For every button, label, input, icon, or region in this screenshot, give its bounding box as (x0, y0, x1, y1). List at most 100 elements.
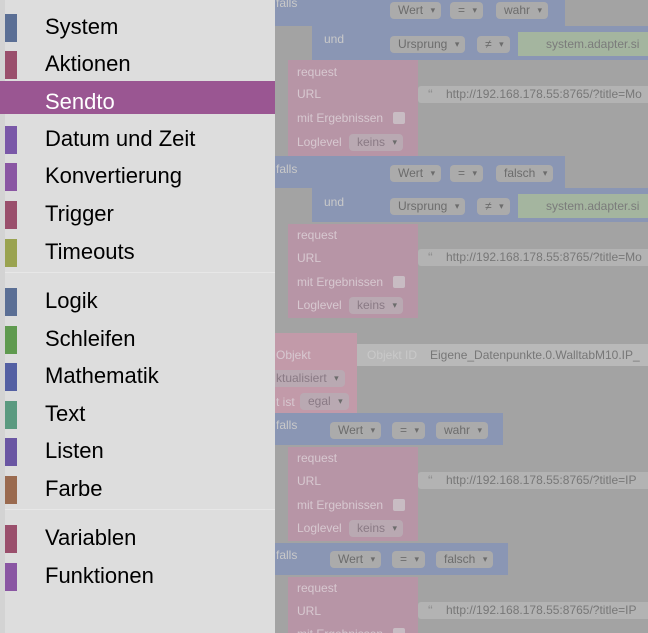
category-color-stripe (5, 476, 17, 504)
category-label: Farbe (45, 476, 103, 501)
adapter-text: system.adapter.si (546, 37, 640, 51)
value-dropdown[interactable]: falsch (436, 551, 494, 568)
objekt-id-block[interactable] (357, 344, 648, 366)
toolbox-category-menu: System Aktionen Sendto Datum und Zeit Ko… (0, 0, 275, 633)
category-label: Text (45, 401, 86, 426)
mit-ergebnissen-checkbox[interactable] (393, 112, 405, 124)
category-separator (5, 272, 275, 273)
category-konvertierung[interactable]: Konvertierung (0, 160, 275, 192)
request-block[interactable] (288, 577, 418, 633)
category-color-stripe (5, 326, 17, 354)
category-funktionen[interactable]: Funktionen (0, 560, 275, 592)
category-label: Sendto (45, 89, 115, 114)
category-datum-und-zeit[interactable]: Datum und Zeit (0, 123, 275, 155)
category-mathematik[interactable]: Mathematik (0, 360, 275, 392)
request-label: request (297, 65, 338, 79)
category-timeouts[interactable]: Timeouts (0, 236, 275, 268)
aktualisiert-dropdown[interactable]: ktualisiert (268, 370, 345, 387)
operator-dropdown[interactable]: = (392, 422, 426, 439)
neq-dropdown[interactable]: ≠ (477, 198, 510, 215)
category-label: System (45, 14, 119, 39)
url-input[interactable]: http://192.168.178.55:8765/?title=Mo (418, 249, 648, 266)
category-label: Variablen (45, 525, 137, 550)
category-system[interactable]: System (0, 11, 275, 43)
category-label: Trigger (45, 201, 114, 226)
datapoint-text: Eigene_Datenpunkte.0.WalltabM10.IP_ (430, 348, 640, 362)
url-input[interactable]: http://192.168.178.55:8765/?title=IP (418, 472, 648, 489)
category-schleifen[interactable]: Schleifen (0, 323, 275, 355)
category-trigger[interactable]: Trigger (0, 198, 275, 230)
url-input[interactable]: http://192.168.178.55:8765/?title=IP (418, 602, 648, 619)
category-variablen[interactable]: Variablen (0, 522, 275, 554)
category-label: Mathematik (45, 363, 159, 388)
category-label: Konvertierung (45, 163, 182, 188)
mit-ergebnissen-label: mit Ergebnissen (297, 627, 383, 633)
objekt-id-label: Objekt ID (367, 348, 418, 362)
operator-dropdown[interactable]: = (450, 2, 484, 19)
category-aktionen[interactable]: Aktionen (0, 48, 275, 80)
mit-ergebnissen-checkbox[interactable] (393, 628, 405, 633)
ursprung-dropdown[interactable]: Ursprung (390, 36, 466, 53)
category-color-stripe (5, 239, 17, 267)
category-color-stripe (5, 84, 17, 112)
value-dropdown[interactable]: wahr (496, 2, 549, 19)
category-logik[interactable]: Logik (0, 285, 275, 317)
category-color-stripe (5, 525, 17, 553)
category-label: Schleifen (45, 326, 136, 351)
egal-dropdown[interactable]: egal (300, 393, 349, 410)
operator-dropdown[interactable]: = (450, 165, 484, 182)
neq-dropdown[interactable]: ≠ (477, 36, 510, 53)
request-label: request (297, 228, 338, 242)
category-label: Logik (45, 288, 98, 313)
loglevel-label: Loglevel (297, 135, 342, 149)
url-input[interactable]: http://192.168.178.55:8765/?title=Mo (418, 86, 648, 103)
toolbox-edge (0, 0, 5, 633)
adapter-text: system.adapter.si (546, 199, 640, 213)
value-dropdown[interactable]: falsch (496, 165, 554, 182)
loglevel-dropdown[interactable]: keins (349, 520, 404, 537)
category-label: Funktionen (45, 563, 154, 588)
und-label: und (324, 32, 345, 46)
wert-dropdown[interactable]: Wert (330, 422, 382, 439)
falls-label: falls (276, 162, 298, 176)
value-dropdown[interactable]: wahr (436, 422, 489, 439)
category-label: Timeouts (45, 239, 135, 264)
category-color-stripe (5, 363, 17, 391)
category-color-stripe (5, 288, 17, 316)
category-color-stripe (5, 163, 17, 191)
ursprung-dropdown[interactable]: Ursprung (390, 198, 466, 215)
mit-ergebnissen-label: mit Ergebnissen (297, 111, 384, 125)
category-color-stripe (5, 438, 17, 466)
loglevel-dropdown[interactable]: keins (349, 134, 404, 151)
category-color-stripe (5, 201, 17, 229)
und-label: und (324, 195, 345, 209)
category-color-stripe (5, 126, 17, 154)
category-farbe[interactable]: Farbe (0, 473, 275, 505)
url-label: URL (297, 604, 322, 618)
url-label: URL (297, 87, 322, 101)
loglevel-label: Loglevel (297, 521, 342, 535)
category-color-stripe (5, 563, 17, 591)
mit-ergebnissen-checkbox[interactable] (393, 276, 405, 288)
category-listen[interactable]: Listen (0, 435, 275, 467)
mit-ergebnissen-checkbox[interactable] (393, 499, 405, 511)
text-block[interactable] (518, 32, 648, 56)
wert-dropdown[interactable]: Wert (390, 2, 442, 19)
category-text[interactable]: Text (0, 398, 275, 430)
url-label: URL (297, 251, 322, 265)
url-label: URL (297, 474, 322, 488)
category-color-stripe (5, 401, 17, 429)
category-separator (5, 509, 275, 510)
falls-label: falls (276, 0, 298, 10)
category-color-stripe (5, 14, 17, 42)
operator-dropdown[interactable]: = (392, 551, 426, 568)
category-sendto[interactable]: Sendto (0, 81, 275, 114)
wert-dropdown[interactable]: Wert (330, 551, 382, 568)
text-block[interactable] (518, 194, 648, 218)
objekt-label: Objekt (276, 348, 311, 362)
wert-dropdown[interactable]: Wert (390, 165, 442, 182)
loglevel-dropdown[interactable]: keins (349, 297, 404, 314)
loglevel-label: Loglevel (297, 298, 342, 312)
category-label: Aktionen (45, 51, 131, 76)
request-label: request (297, 581, 338, 595)
